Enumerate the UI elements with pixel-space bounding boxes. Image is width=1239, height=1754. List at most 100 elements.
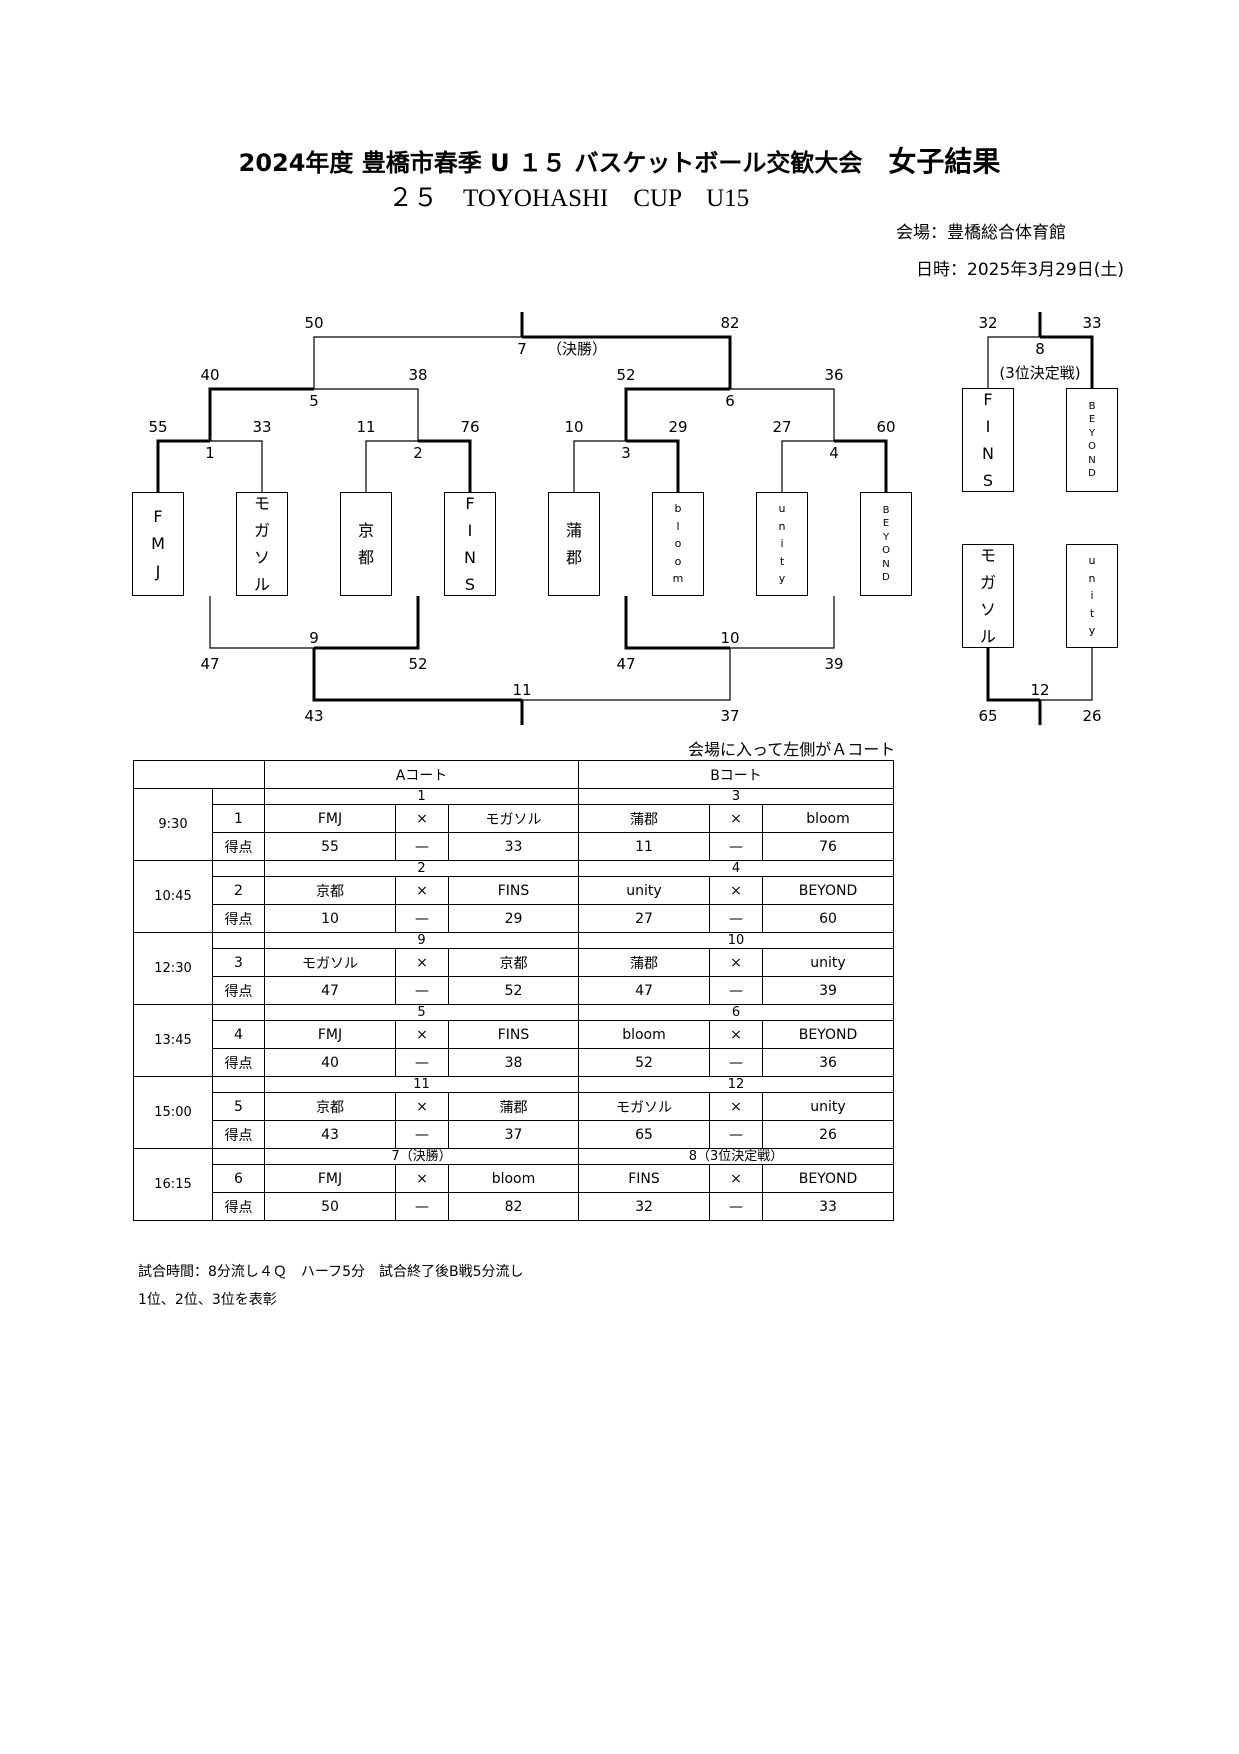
team-name-char: J (155, 561, 161, 581)
team-name-char: i (780, 537, 784, 551)
subtitle: ２５ TOYOHASHI CUP U15 (388, 185, 750, 212)
score-label: 26 (1082, 707, 1101, 725)
score-label: 43 (304, 707, 323, 725)
game-number: 12 (1030, 681, 1049, 699)
vs-mark: × (709, 1092, 763, 1121)
score-a-home: 10 (264, 904, 396, 933)
score-dash: — (395, 1192, 449, 1221)
score-label: 47 (616, 655, 635, 673)
event-date: 日時：2025年3月29日(土) (916, 260, 1124, 280)
game-number-a: 2 (264, 860, 579, 877)
team-name-char: O (882, 545, 890, 556)
team-name-char: S (982, 471, 994, 491)
team-name-char: m (672, 572, 684, 586)
score-dash: — (709, 904, 763, 933)
team-b-home: 蒲郡 (578, 804, 710, 833)
slot-number: 5 (212, 1092, 265, 1121)
team-a-away: FINS (448, 1020, 579, 1049)
score-label: 38 (408, 366, 427, 384)
bracket-line (730, 596, 835, 649)
score-a-away: 38 (448, 1048, 579, 1077)
bracket-line (730, 388, 835, 441)
title-main: 2024年度 豊橋市春季 U １５ バスケットボール交歓大会 (238, 149, 863, 177)
score-dash: — (395, 1120, 449, 1149)
bracket-line (314, 388, 419, 441)
blank-cell (212, 1004, 265, 1021)
bracket-line (573, 440, 626, 492)
score-dash: — (395, 976, 449, 1005)
bracket-line (208, 387, 314, 441)
team-name-char: t (779, 554, 785, 568)
score-dash: — (709, 976, 763, 1005)
team-name-char: ソ (979, 600, 996, 619)
score-label: 29 (668, 418, 687, 436)
team-name-char: F (983, 389, 993, 409)
bracket-line (626, 439, 680, 492)
team-name-char: ル (253, 575, 270, 595)
game-number: 4 (829, 444, 839, 462)
score-label: 27 (772, 418, 791, 436)
score-dash: — (395, 832, 449, 861)
game-number: 9 (309, 629, 319, 647)
score-label: 得点 (212, 1192, 265, 1221)
team-a-away: bloom (448, 1164, 579, 1193)
note-line: 試合時間：8分流し４Ｑ ハーフ5分 試合終了後B戦5分流し (138, 1264, 524, 1280)
team-a-home: FMJ (264, 1164, 396, 1193)
bracket-line (210, 440, 263, 492)
score-label: 32 (978, 314, 997, 332)
score-label: 50 (304, 314, 323, 332)
team-a-home: モガソル (264, 948, 396, 977)
vs-mark: × (709, 876, 763, 905)
game-number: 7 (517, 340, 527, 358)
team-b-home: 蒲郡 (578, 948, 710, 977)
score-dash: — (395, 1048, 449, 1077)
time-cell: 15:00 (133, 1076, 213, 1149)
score-a-away: 29 (448, 904, 579, 933)
corner-cell (133, 760, 265, 789)
team-name-char: y (778, 572, 786, 586)
team-b-away: BEYOND (762, 1164, 894, 1193)
team-name-char: モ (979, 545, 996, 565)
score-a-home: 55 (264, 832, 396, 861)
score-b-away: 33 (762, 1192, 894, 1221)
score-dash: — (709, 1120, 763, 1149)
vs-mark: × (395, 1164, 449, 1193)
team-box: 京都 (340, 492, 392, 596)
team-a-home: FMJ (264, 804, 396, 833)
note-line: 1位、2位、3位を表彰 (138, 1292, 277, 1308)
score-label: 52 (616, 366, 635, 384)
score-label: 得点 (212, 832, 265, 861)
game-number: 11 (512, 681, 531, 699)
score-label: 得点 (212, 1048, 265, 1077)
blank-cell (212, 860, 265, 877)
blank-cell (212, 788, 265, 805)
court-note: 会場に入って左側がＡコート (688, 740, 896, 759)
team-name-char: N (1088, 454, 1096, 466)
vs-mark: × (395, 1092, 449, 1121)
team-name-char: I (467, 520, 473, 540)
team-b-away: unity (762, 948, 894, 977)
bracket-line (624, 596, 730, 650)
team-b-away: bloom (762, 804, 894, 833)
slot-number: 4 (212, 1020, 265, 1049)
score-label: 得点 (212, 976, 265, 1005)
team-a-home: 京都 (264, 876, 396, 905)
score-a-home: 43 (264, 1120, 396, 1149)
vs-mark: × (395, 1020, 449, 1049)
score-b-away: 60 (762, 904, 894, 933)
score-label: 33 (1082, 314, 1101, 332)
team-name-char: F (465, 493, 475, 513)
score-dash: — (709, 1192, 763, 1221)
team-name-char: b (674, 502, 682, 516)
blank-cell (212, 1148, 265, 1165)
bracket-line (365, 440, 418, 492)
vs-mark: × (709, 1164, 763, 1193)
score-label: 37 (720, 707, 739, 725)
team-name-char: ル (979, 627, 996, 647)
team-name-char: ガ (979, 572, 996, 592)
team-name-char: N (464, 548, 476, 567)
game-number: 6 (725, 392, 735, 410)
team-name-char: D (1088, 468, 1096, 479)
score-dash: — (709, 832, 763, 861)
